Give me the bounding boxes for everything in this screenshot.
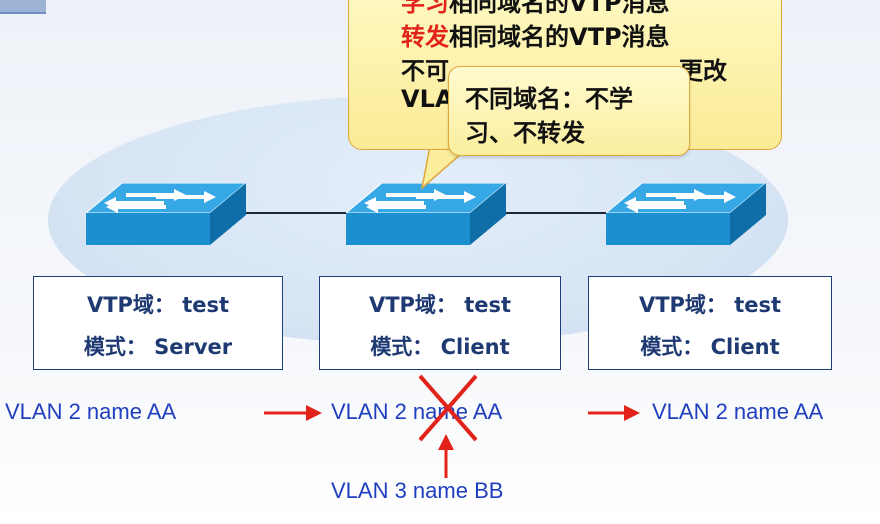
switch-icon	[606, 183, 766, 245]
callout-small-line-2: 习、不转发	[465, 119, 585, 147]
callout-line-4-left: VLA	[401, 85, 454, 113]
callout-line-2: 转发相同域名的VTP消息	[401, 23, 670, 51]
arrow-right-icon	[264, 405, 322, 421]
switch-icon	[86, 183, 246, 245]
vtp-domain-label: VTP域： test	[368, 293, 512, 317]
arrow-right-icon	[588, 405, 640, 421]
trunk-link-right	[504, 212, 614, 214]
switch-icon	[346, 183, 506, 245]
vtp-mode-label: 模式： Client	[370, 335, 510, 359]
vtp-mode-label: 模式： Client	[640, 335, 780, 359]
switch-info-box-client-right: VTP域： test 模式： Client	[588, 276, 832, 370]
callout-line-1: 学习相同域名的VTP消息	[401, 0, 670, 17]
vtp-domain-label: VTP域： test	[638, 293, 782, 317]
vlan-label-left: VLAN 2 name AA	[5, 399, 177, 424]
vlan-label-middle: VLAN 2 name AA	[331, 399, 503, 424]
vtp-domain-label: VTP域： test	[86, 293, 230, 317]
trunk-link-left	[244, 212, 354, 214]
switch-info-box-client-middle: VTP域： test 模式： Client	[319, 276, 561, 370]
callout-line-3-left: 不可	[401, 57, 449, 85]
slide-corner-tab	[0, 0, 46, 14]
arrow-up-icon	[438, 434, 454, 478]
callout-small-line-1: 不同域名：不学	[465, 85, 633, 113]
switch-info-box-server: VTP域： test 模式： Server	[33, 276, 283, 370]
callout-small: 不同域名：不学 习、不转发	[448, 66, 690, 156]
vlan-label-right: VLAN 2 name AA	[652, 399, 824, 424]
vtp-mode-label: 模式： Server	[83, 335, 233, 359]
vlan-label-bottom: VLAN 3 name BB	[331, 478, 504, 503]
cross-icon	[418, 374, 478, 442]
